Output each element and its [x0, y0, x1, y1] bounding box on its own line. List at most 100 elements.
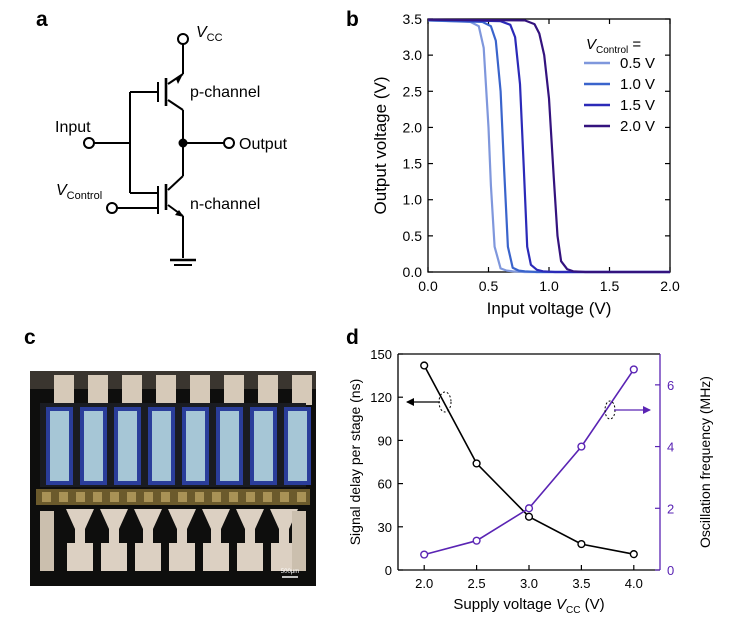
interconnect-pad — [127, 492, 136, 502]
bottom-contact — [202, 509, 230, 571]
legend-entry: 1.0 V — [620, 76, 655, 93]
data-point — [577, 539, 586, 549]
delay-indicator-ellipse — [438, 391, 452, 413]
x-tick-label: 2.5 — [468, 576, 486, 591]
input-terminal — [83, 137, 95, 149]
side-contact-right — [292, 511, 306, 571]
x-tick-label: 1.0 — [539, 278, 559, 294]
output-node — [178, 138, 188, 148]
vcc-terminal — [177, 33, 189, 45]
data-point — [524, 504, 534, 513]
panel-a-label: a — [36, 8, 48, 31]
y-right-tick-label: 6 — [667, 378, 674, 393]
bottom-contact — [168, 509, 196, 571]
interconnect-pad — [195, 492, 204, 502]
top-pad — [190, 375, 210, 405]
vcontrol-label: VControl — [56, 182, 102, 202]
y-tick-label: 60 — [378, 477, 392, 492]
nchannel-arrow-icon — [175, 210, 184, 217]
channel-area — [118, 411, 137, 481]
interconnect-pad — [246, 492, 255, 502]
data-point — [420, 550, 429, 559]
panel-c-label: c — [24, 326, 36, 349]
legend-entry: 0.5 V — [620, 55, 655, 72]
top-pad — [156, 375, 176, 405]
bottom-contact — [236, 509, 264, 571]
series-line — [427, 19, 670, 274]
y-right-tick-label: 0 — [667, 563, 674, 578]
y-right-tick-label: 4 — [667, 440, 674, 455]
pchannel-label: p-channel — [190, 84, 260, 101]
y-tick-label: 0 — [385, 563, 392, 578]
side-contact-left — [40, 511, 54, 571]
data-point — [420, 361, 429, 370]
interconnect-pad — [263, 492, 272, 502]
legend-entry: 2.0 V — [620, 118, 655, 135]
y-tick-label: 3.0 — [403, 47, 423, 63]
interconnect-pad — [93, 492, 102, 502]
x-axis-label: Supply voltage VCC (V) — [453, 596, 604, 616]
top-pad — [224, 375, 244, 405]
channel-area — [254, 411, 273, 481]
x-tick-label: 3.5 — [572, 576, 590, 591]
y-tick-label: 2.5 — [403, 83, 423, 99]
x-tick-label: 1.5 — [600, 278, 620, 294]
panel-a: a — [36, 8, 288, 266]
top-pad — [292, 375, 312, 405]
y-tick-label: 30 — [378, 520, 392, 535]
channel-area — [288, 411, 307, 481]
top-pad — [122, 375, 142, 405]
interconnect-strip — [36, 489, 310, 505]
y-tick-label: 1.5 — [403, 156, 423, 172]
input-label: Input — [55, 119, 91, 136]
interconnect-pad — [59, 492, 68, 502]
y-right-axis-label: Oscillation frequency (MHz) — [697, 376, 713, 548]
series-line — [423, 368, 635, 556]
y-axis-label: Signal delay per stage (ns) — [347, 379, 363, 546]
series-line — [427, 18, 670, 274]
y-tick-label: 120 — [370, 390, 392, 405]
y-tick-label: 150 — [370, 347, 392, 362]
interconnect-pad — [297, 492, 306, 502]
y-tick-label: 3.5 — [403, 11, 423, 27]
y-axis-label: Output voltage (V) — [371, 77, 390, 215]
nchannel-label: n-channel — [190, 196, 260, 213]
legend-entry: 1.5 V — [620, 97, 655, 114]
channel-area — [186, 411, 205, 481]
legend-title: VControl = — [586, 36, 641, 56]
y-tick-label: 1.0 — [403, 192, 423, 208]
top-pad — [88, 375, 108, 405]
x-axis-label: Input voltage (V) — [487, 299, 612, 318]
channel-area — [152, 411, 171, 481]
y-tick-label: 0.0 — [403, 264, 423, 280]
interconnect-pad — [144, 492, 153, 502]
x-tick-label: 4.0 — [625, 576, 643, 591]
panel-c: c 500μm — [24, 326, 316, 586]
panel-b-label: b — [346, 8, 359, 31]
data-point — [577, 442, 586, 451]
interconnect-pad — [212, 492, 221, 502]
y-right-tick-label: 2 — [667, 501, 674, 516]
x-tick-label: 0.0 — [418, 278, 438, 294]
top-pad — [54, 375, 74, 405]
y-tick-label: 2.0 — [403, 119, 423, 135]
series-line — [427, 19, 670, 274]
data-point — [472, 536, 481, 545]
bottom-contact — [66, 509, 94, 571]
bottom-contact — [134, 509, 162, 571]
circuit-schematic — [94, 44, 224, 266]
y-tick-label: 90 — [378, 433, 392, 448]
channel-area — [84, 411, 103, 481]
x-tick-label: 0.5 — [479, 278, 499, 294]
interconnect-pad — [42, 492, 51, 502]
bottom-contact — [270, 509, 298, 571]
x-tick-label: 3.0 — [520, 576, 538, 591]
bottom-contact — [100, 509, 128, 571]
vcontrol-terminal — [106, 202, 118, 214]
interconnect-pad — [161, 492, 170, 502]
output-terminal — [223, 137, 235, 149]
interconnect-pad — [229, 492, 238, 502]
